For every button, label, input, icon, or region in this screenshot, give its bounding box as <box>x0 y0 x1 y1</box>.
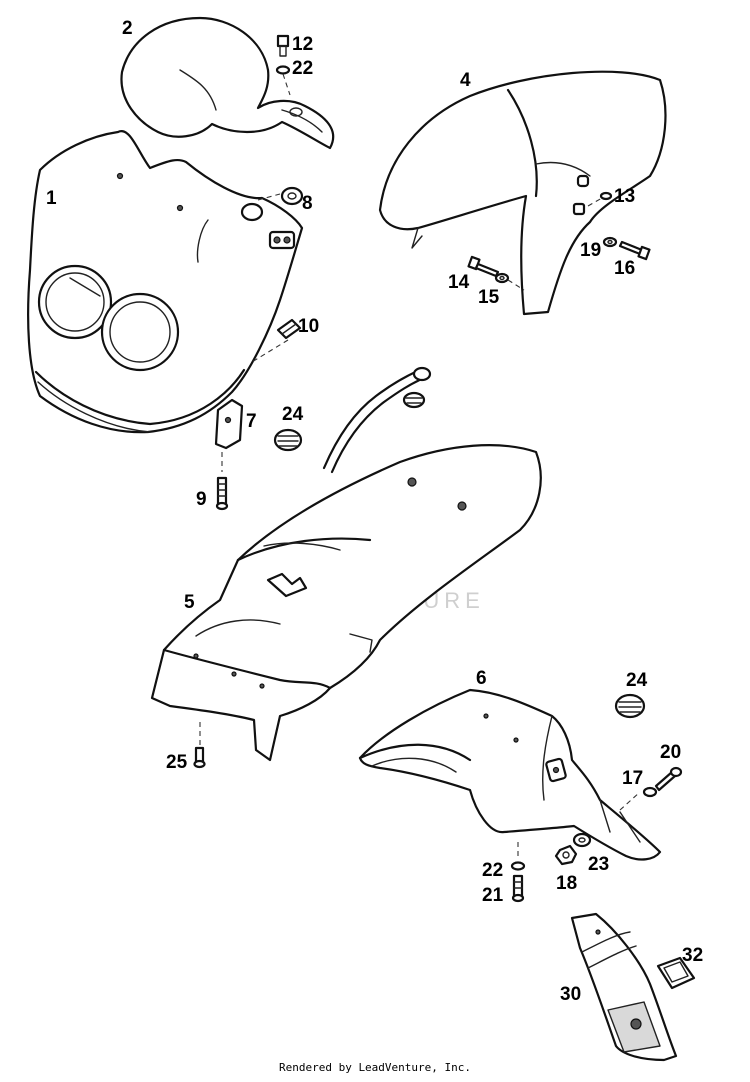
callout-9[interactable]: 9 <box>196 489 207 510</box>
callout-17[interactable]: 17 <box>622 768 643 789</box>
callout-22-top[interactable]: 22 <box>292 58 313 79</box>
part-14-bolt[interactable] <box>467 255 500 278</box>
callout-13[interactable]: 13 <box>614 186 635 207</box>
part-17-washer[interactable] <box>642 786 658 798</box>
part-12-screw[interactable] <box>276 34 290 57</box>
callout-12[interactable]: 12 <box>292 34 313 55</box>
part-5-rear-fender[interactable] <box>150 444 542 762</box>
callout-30[interactable]: 30 <box>560 984 581 1005</box>
callout-21[interactable]: 21 <box>482 885 504 906</box>
part-2-windscreen[interactable] <box>120 16 335 150</box>
part-23-bushing[interactable] <box>572 832 592 848</box>
callout-1[interactable]: 1 <box>46 188 57 209</box>
callout-16[interactable]: 16 <box>614 258 635 279</box>
callout-22-lower[interactable]: 22 <box>482 860 503 881</box>
part-15-washer[interactable] <box>494 272 510 284</box>
part-16-bolt[interactable] <box>618 240 651 261</box>
callout-32[interactable]: 32 <box>682 945 703 966</box>
part-7-bracket[interactable] <box>214 398 244 450</box>
callout-5[interactable]: 5 <box>184 592 195 613</box>
part-30-license-plate-holder[interactable] <box>570 912 678 1062</box>
part-32-reflector[interactable] <box>656 956 696 990</box>
part-1-headlight-mask[interactable] <box>27 130 304 434</box>
callout-6[interactable]: 6 <box>476 668 487 689</box>
part-19-washer[interactable] <box>602 236 618 248</box>
callout-19[interactable]: 19 <box>580 240 601 261</box>
part-22-washer-lower[interactable] <box>510 861 526 871</box>
callout-23[interactable]: 23 <box>588 854 609 875</box>
callout-24-top[interactable]: 24 <box>282 404 304 425</box>
part-24-grommet-top[interactable] <box>273 428 303 452</box>
part-24-grommet-lower[interactable] <box>614 693 646 719</box>
callout-10[interactable]: 10 <box>298 316 319 337</box>
callout-15[interactable]: 15 <box>478 287 500 308</box>
part-20-screw[interactable] <box>654 766 683 792</box>
part-13-washer[interactable] <box>599 191 613 201</box>
part-8-grommet[interactable] <box>280 186 304 206</box>
callout-2[interactable]: 2 <box>122 18 133 39</box>
callout-7[interactable]: 7 <box>246 411 257 432</box>
callout-18[interactable]: 18 <box>556 873 577 894</box>
part-25-screw[interactable] <box>193 746 206 769</box>
callout-25[interactable]: 25 <box>166 752 188 773</box>
part-10-clip[interactable] <box>276 318 302 340</box>
part-18-nut[interactable] <box>554 844 578 866</box>
part-22-washer-top[interactable] <box>275 65 291 75</box>
callout-24-lower[interactable]: 24 <box>626 670 648 691</box>
callout-4[interactable]: 4 <box>460 70 471 91</box>
callout-14[interactable]: 14 <box>448 272 470 293</box>
callout-8[interactable]: 8 <box>302 193 313 214</box>
part-21-screw[interactable] <box>511 874 525 903</box>
part-9-screw[interactable] <box>215 476 229 511</box>
footer-credit: Rendered by LeadVenture, Inc. <box>278 1061 472 1074</box>
fender-stay-cable[interactable] <box>322 366 432 474</box>
part-4-front-fender[interactable] <box>378 70 667 316</box>
part-6-tail-section[interactable] <box>358 688 662 861</box>
callout-20[interactable]: 20 <box>660 742 681 763</box>
